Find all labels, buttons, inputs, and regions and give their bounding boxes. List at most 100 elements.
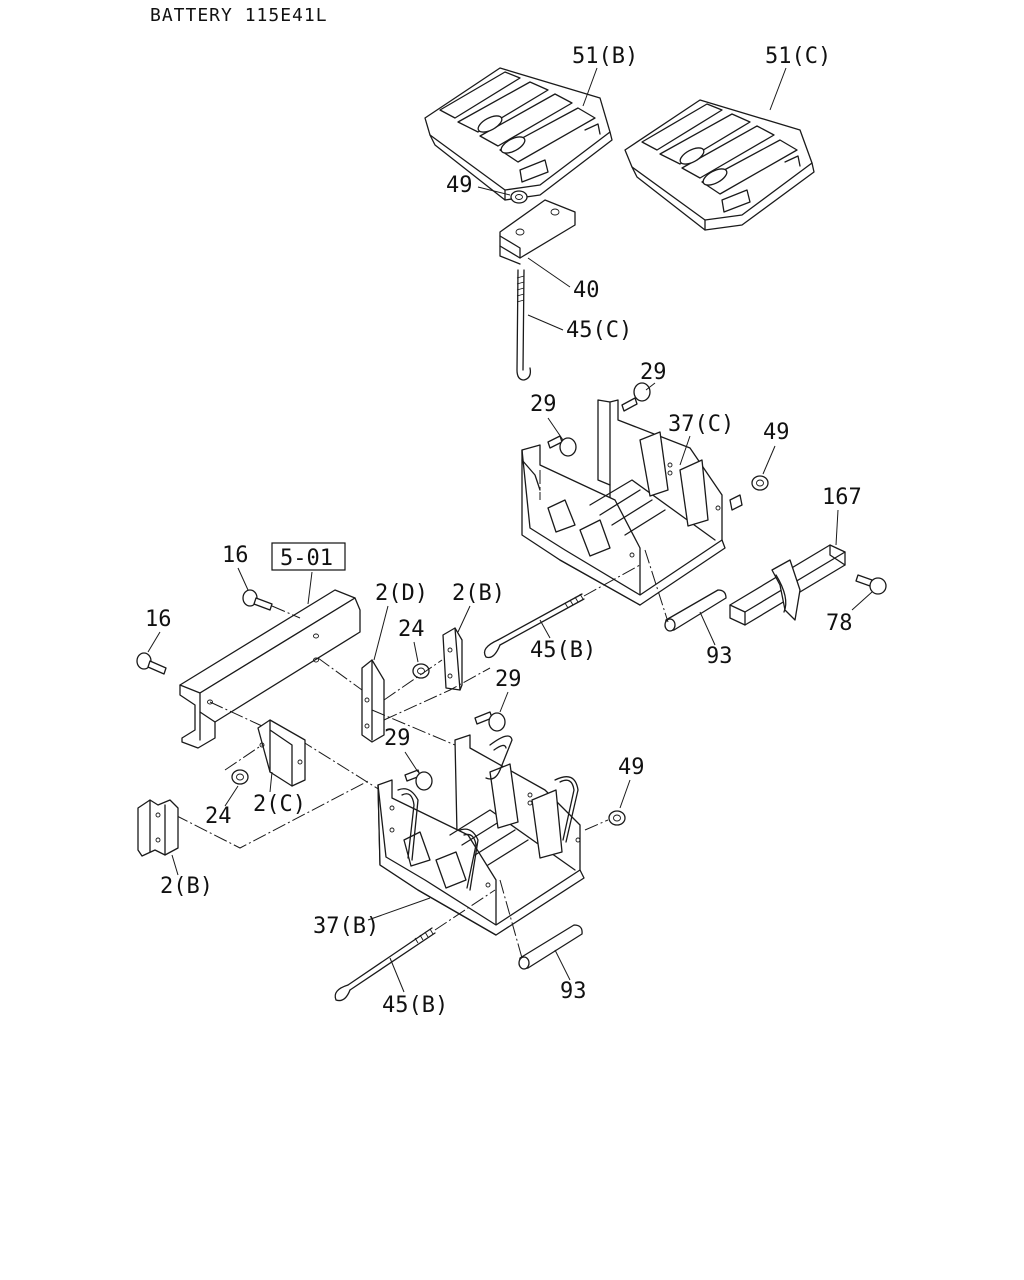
callout-45b-bottom: 45(B): [382, 993, 448, 1018]
roller-93-upper: [664, 589, 727, 632]
leader-16-b: [147, 631, 161, 653]
dashdot-2c-37b: [299, 739, 381, 791]
ref-box-5-01: [271, 542, 346, 571]
battery-tray-37b: [377, 734, 585, 936]
battery-tray-37c: [521, 399, 743, 606]
callout-93-upper: 93: [706, 644, 733, 669]
frame-rail: [179, 589, 361, 749]
leader-49-lower: [619, 779, 631, 809]
ref-box-label: 5-01: [280, 546, 333, 571]
dashdot-45b-mid: [583, 564, 641, 597]
j-bolt-45b-mid: [483, 593, 585, 659]
leader-45b-bottom: [389, 957, 405, 993]
dashdot-93-upper: [644, 549, 669, 623]
callout-29-a: 29: [640, 360, 667, 385]
roller-93-lower: [518, 924, 583, 970]
nut-49-lower: [608, 810, 626, 826]
callout-29-d: 29: [384, 726, 411, 751]
bracket-167: [729, 544, 846, 626]
callout-2d: 2(D): [375, 581, 428, 606]
leader-93-lower: [554, 949, 571, 981]
dashdot-2b-bottom: [174, 779, 371, 849]
callout-16-b: 16: [145, 607, 172, 632]
leader-24-lower: [224, 785, 239, 807]
bracket-2b-top: [442, 627, 463, 691]
bracket-2d: [361, 659, 385, 743]
battery-51b: [424, 67, 613, 201]
clamp-plate-40: [499, 199, 576, 265]
leader-78: [851, 591, 873, 611]
leader-93-upper: [699, 611, 716, 646]
leader-16-a: [237, 567, 249, 591]
leader-51c: [769, 67, 787, 111]
bolt-29-b: [547, 435, 577, 457]
leader-29-b: [547, 417, 564, 441]
j-bolt-45c: [516, 269, 532, 381]
bolt-29-d: [404, 769, 433, 791]
bracket-2c: [257, 719, 306, 787]
leader-45c: [527, 314, 564, 331]
dashdot-24-2c: [224, 744, 263, 771]
leader-37c: [679, 435, 691, 466]
callout-2c: 2(C): [253, 792, 306, 817]
nut-24-lower: [231, 769, 249, 785]
leader-37b: [367, 897, 431, 921]
bolt-16-a: [242, 589, 273, 611]
leader-24-upper: [413, 641, 419, 663]
leader-5-01: [307, 571, 313, 605]
j-bolt-45b-bottom: [334, 927, 436, 1002]
battery-51c: [624, 99, 815, 231]
bolt-29-c: [474, 711, 506, 732]
callout-16-a: 16: [222, 543, 249, 568]
leader-29-c: [499, 691, 509, 713]
callout-2b-bottom: 2(B): [160, 874, 213, 899]
callout-49-right: 49: [763, 420, 790, 445]
leader-2b-top: [457, 605, 471, 633]
dashdot-93-lower: [499, 879, 523, 959]
callout-37c: 37(C): [668, 412, 734, 437]
callout-167: 167: [822, 485, 862, 510]
leader-29-d: [404, 751, 419, 773]
bolt-29-a: [621, 382, 651, 412]
leader-2d: [373, 605, 389, 661]
diagram-title: BATTERY 115E41L: [150, 5, 328, 26]
leader-167: [835, 509, 839, 546]
dashdot-2d-tray: [383, 667, 491, 721]
callout-40: 40: [573, 278, 600, 303]
leader-29-a: [645, 382, 656, 391]
dashdot-2d-2b: [383, 659, 443, 701]
callout-29-b: 29: [530, 392, 557, 417]
leader-40: [527, 257, 571, 288]
callout-29-c: 29: [495, 667, 522, 692]
leader-2c: [269, 771, 273, 793]
dashdot-49-lower: [584, 819, 609, 831]
callout-24-lower: 24: [205, 804, 232, 829]
callout-49-top: 49: [446, 173, 473, 198]
dashdot-45b-bottom: [434, 889, 496, 931]
leader-49-right: [762, 445, 776, 475]
callout-49-lower: 49: [618, 755, 645, 780]
leader-2b-bottom: [171, 854, 179, 876]
leader-49-top: [477, 186, 511, 196]
callout-2b-top: 2(B): [452, 581, 505, 606]
callout-51b: 51(B): [572, 44, 638, 69]
nut-49-right: [751, 475, 769, 491]
dashdot-rail-2d: [317, 657, 363, 691]
callout-51c: 51(C): [765, 44, 831, 69]
callout-93-lower: 93: [560, 979, 587, 1004]
bolt-78: [855, 574, 887, 595]
bolt-16-b: [136, 652, 167, 675]
dashdot-16-a: [271, 605, 301, 619]
callout-45b-mid: 45(B): [530, 638, 596, 663]
leader-45b-mid: [539, 619, 551, 639]
leader-51b: [582, 67, 598, 107]
callout-24-upper: 24: [398, 617, 425, 642]
callout-45c: 45(C): [566, 318, 632, 343]
dashdot-rail-2c: [209, 701, 263, 727]
callout-78: 78: [826, 611, 853, 636]
dashdot-2d-37b: [371, 709, 456, 746]
bracket-2b-bottom: [137, 799, 179, 857]
callout-37b: 37(B): [313, 914, 379, 939]
